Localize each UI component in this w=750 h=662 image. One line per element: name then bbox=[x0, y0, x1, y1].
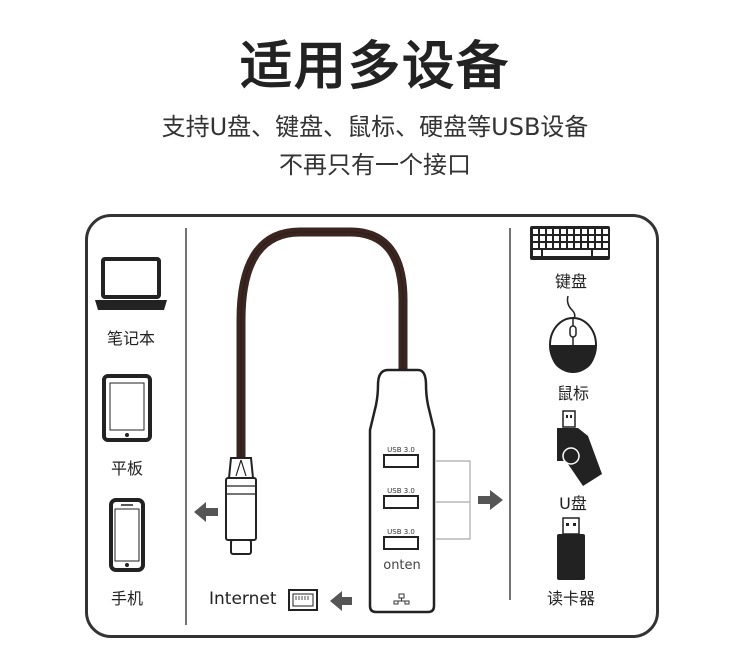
device-label-laptop: 笔记本 bbox=[106, 329, 155, 348]
device-label-card-reader: 读卡器 bbox=[546, 589, 595, 608]
usb-drive-icon bbox=[557, 410, 602, 486]
network-symbol-icon bbox=[393, 593, 410, 605]
card-reader-icon bbox=[557, 517, 585, 580]
device-label-tablet: 平板 bbox=[110, 459, 143, 478]
arrow-right-icon bbox=[478, 490, 503, 510]
usb-port-1 bbox=[383, 454, 419, 468]
mouse-icon bbox=[549, 295, 597, 373]
subtitle-line-2: 不再只有一个接口 bbox=[279, 151, 471, 179]
laptop-icon bbox=[95, 257, 167, 310]
diagram-panel bbox=[85, 214, 659, 638]
arrow-internet-icon bbox=[330, 591, 352, 611]
port-bracket bbox=[436, 460, 471, 540]
port-label-2: USB 3.0 bbox=[387, 487, 415, 495]
internet-label: Internet bbox=[209, 589, 277, 609]
usb-port-2 bbox=[383, 495, 419, 509]
page-title: 适用多设备 bbox=[239, 37, 510, 97]
phone-icon bbox=[109, 498, 145, 572]
subtitle-line-1: 支持U盘、键盘、鼠标、硬盘等USB设备 bbox=[161, 113, 589, 141]
arrow-left-icon bbox=[194, 502, 218, 522]
device-label-mouse: 鼠标 bbox=[556, 384, 589, 403]
usb-port-3 bbox=[383, 536, 419, 550]
cable bbox=[236, 227, 408, 463]
port-label-1: USB 3.0 bbox=[387, 446, 415, 454]
usb-c-connector-icon bbox=[225, 457, 257, 555]
keyboard-icon bbox=[530, 226, 610, 260]
ethernet-port-icon bbox=[288, 589, 318, 611]
usb-hub bbox=[368, 368, 436, 614]
device-label-usb-drive: U盘 bbox=[559, 494, 587, 513]
port-label-3: USB 3.0 bbox=[387, 528, 415, 536]
hub-brand: onten bbox=[383, 558, 421, 573]
device-label-keyboard: 键盘 bbox=[554, 272, 587, 291]
page-subtitle: 支持U盘、键盘、鼠标、硬盘等USB设备 不再只有一个接口 bbox=[0, 108, 750, 184]
device-label-phone: 手机 bbox=[110, 589, 143, 608]
tablet-icon bbox=[102, 374, 152, 442]
